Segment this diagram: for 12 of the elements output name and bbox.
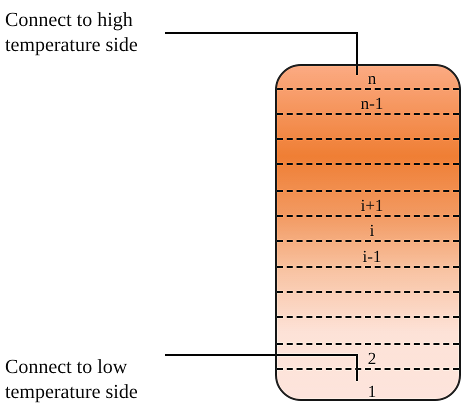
leader-line [165, 354, 358, 381]
layer-label: i [368, 221, 376, 240]
layer-label: i+1 [360, 196, 384, 215]
note-text: Connect to low temperature side [5, 355, 165, 405]
note-text: Connect to high temperature side [5, 8, 165, 58]
layer-label: n-1 [360, 94, 384, 113]
layer-label: 1 [366, 382, 378, 399]
layer-label: i-1 [362, 247, 382, 266]
heat-exchanger-column [275, 64, 461, 401]
leader-line [165, 32, 358, 75]
layer-label: n [366, 69, 378, 88]
layer-label: 2 [366, 349, 378, 368]
